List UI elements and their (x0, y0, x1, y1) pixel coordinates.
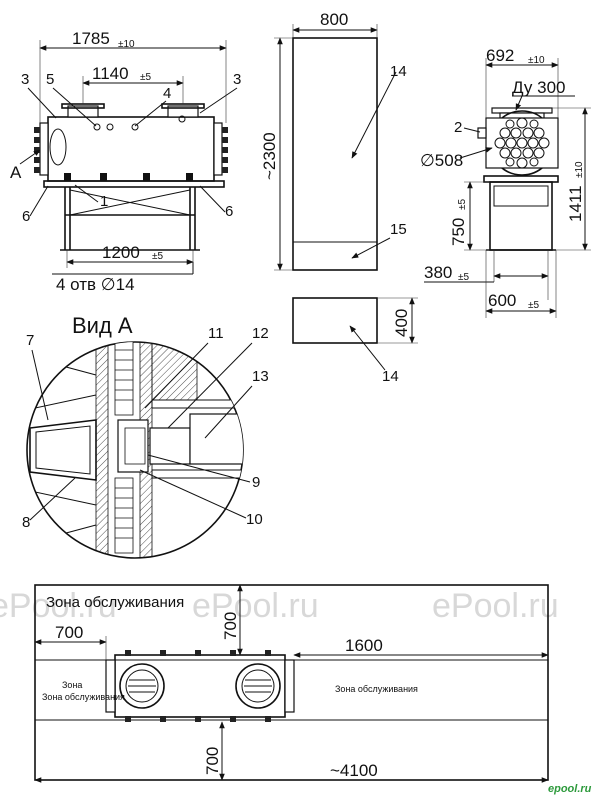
callout-1: 1 (100, 193, 108, 210)
watermarks: ePool.ru ePool.ru ePool.ru epool.ru (0, 587, 592, 795)
end-stand-panel (493, 185, 549, 207)
dim-crate-height: ~2300 (260, 132, 279, 180)
dim-stand-width-tol: ±5 (528, 300, 539, 311)
callout-5: 5 (46, 71, 54, 88)
plan-left-nozzle (119, 663, 165, 709)
dim-stand-inner: 380 (424, 263, 452, 282)
watermark-3: ePool.ru (432, 587, 559, 625)
callout-3-left: 3 (21, 71, 29, 88)
watermark-2: ePool.ru (192, 587, 319, 625)
dim-total-height-tol: ±10 (574, 161, 585, 178)
dim-box-height: 400 (392, 309, 411, 337)
plan-view: Зона обслуживания (34, 584, 549, 783)
service-zone-left: Зона обслуживания (42, 692, 125, 702)
end-stand (489, 181, 553, 251)
callout-3-right: 3 (233, 71, 241, 88)
callout-14-bottom: 14 (382, 368, 399, 385)
dim-total-length: 1785 (72, 29, 110, 48)
dim-stand-height: 750 (449, 218, 468, 246)
left-end-cap (49, 128, 67, 166)
callout-7: 7 (26, 332, 34, 349)
callout-6-right: 6 (225, 203, 233, 220)
end-support-rail (483, 175, 559, 183)
dim-stand-inner-tol: ±5 (458, 272, 469, 283)
plan-right-flange (284, 659, 295, 713)
dim-left-clearance: 700 (55, 623, 83, 642)
dim-crate-width: 800 (320, 10, 348, 29)
support-rail (43, 180, 225, 188)
end-view: 692 ±10 Ду 300 2 ∅508 1411 ±10 750 ±5 38… (420, 46, 591, 318)
inlet-nozzle (67, 105, 99, 118)
service-zone-left-1: Зона (62, 680, 82, 690)
service-zone-right: Зона обслуживания (335, 684, 418, 694)
callout-11: 11 (208, 325, 224, 342)
dim-stand-height-tol: ±5 (457, 199, 468, 210)
callout-12: 12 (252, 325, 269, 342)
outlet-nozzle (167, 105, 199, 118)
bracket-2 (100, 173, 107, 181)
dim-top-clearance: 700 (221, 612, 240, 640)
port-1 (93, 123, 101, 131)
dim-total-length-plan: ~4100 (330, 761, 378, 780)
watermark-1: ePool.ru (0, 587, 117, 625)
service-zone-title: Зона обслуживания (46, 594, 184, 611)
diameter-label: ∅508 (420, 151, 463, 170)
plan-top-brackets (125, 650, 271, 722)
heater-box (292, 297, 378, 344)
dim-bottom-clearance: 700 (203, 747, 222, 775)
dim-flange-width-tol: ±10 (528, 55, 545, 66)
dim-nozzle-spacing: 1140 (92, 64, 129, 83)
front-view: 1785 ±10 1140 ±5 1200 ±5 4 отв ∅14 3 5 4… (10, 29, 241, 294)
plan-right-nozzle (235, 663, 281, 709)
left-heater-terminals (34, 127, 40, 173)
callout-14-top: 14 (390, 63, 407, 80)
side-port (477, 127, 487, 139)
dim-total-height: 1411 (566, 185, 585, 222)
watermark-logo: epool.ru (548, 783, 592, 795)
callout-10: 10 (246, 511, 263, 528)
port-3 (131, 123, 139, 131)
right-heater-terminals (222, 127, 228, 173)
package-crate (292, 37, 378, 271)
dim-nozzle-spacing-tol: ±5 (140, 72, 151, 83)
nozzle-label: Ду 300 (512, 78, 565, 97)
heater-tube-bundle (494, 117, 550, 169)
dim-total-length-tol: ±10 (118, 39, 135, 50)
dim-right-clearance: 1600 (345, 636, 383, 655)
left-flange (39, 122, 49, 176)
dim-support-spacing: 1200 (102, 243, 140, 262)
dim-flange-width: 692 (486, 46, 514, 65)
callout-9: 9 (252, 474, 260, 491)
dim-support-spacing-tol: ±5 (152, 251, 163, 262)
bracket-3 (143, 173, 150, 181)
callout-2: 2 (454, 119, 462, 136)
end-flange-outline (485, 117, 559, 169)
bracket-1 (64, 173, 71, 181)
callout-4: 4 (163, 85, 171, 102)
dim-stand-width: 600 (488, 291, 516, 310)
callout-6-left: 6 (22, 208, 30, 225)
view-marker-a: А (10, 163, 22, 182)
package-view: 800 ~2300 14 15 400 14 (260, 10, 418, 385)
port-2 (106, 123, 114, 131)
detail-title: Вид А (72, 313, 133, 338)
callout-13: 13 (252, 368, 269, 385)
callout-15: 15 (390, 221, 407, 238)
holes-note: 4 отв ∅14 (56, 275, 135, 294)
port-4 (178, 115, 186, 123)
vessel-body (47, 116, 215, 182)
bracket-4 (186, 173, 193, 181)
detail-view: Вид А (22, 313, 269, 559)
right-flange (213, 122, 223, 176)
stand (60, 187, 200, 251)
callout-8: 8 (22, 514, 30, 531)
plan-left-flange (105, 659, 116, 713)
